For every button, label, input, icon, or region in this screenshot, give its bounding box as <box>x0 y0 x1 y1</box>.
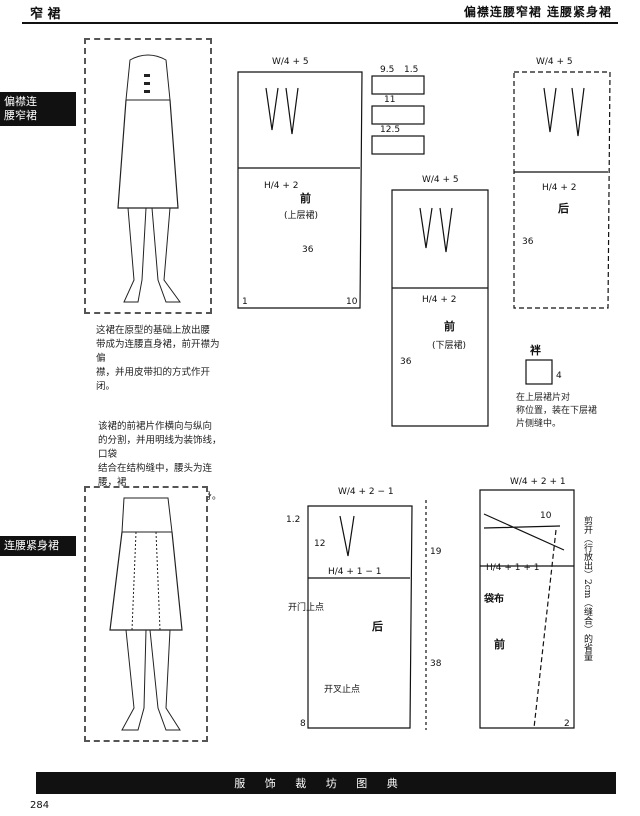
header-rule <box>22 22 618 24</box>
label-pocket-cloth: 袋布 <box>483 592 504 605</box>
section-tab-label: 连腰紧身裙 <box>4 539 59 552</box>
label-1-2: 1.2 <box>286 515 300 525</box>
label-4-tab: 4 <box>556 371 562 381</box>
label-front-lower: (下层裙) <box>432 339 466 351</box>
figure-illustration-1 <box>84 38 212 314</box>
figure-illustration-2 <box>84 486 208 742</box>
label-back-1: 后 <box>558 201 569 215</box>
pattern-diagram-offset-skirt: W/4 + 5 H/4 + 2 前 (上层裙) 36 10 1 9.5 1.5 … <box>237 57 611 427</box>
label-12-2: 12 <box>314 539 325 549</box>
section-tab-tight-skirt: 连腰紧身裙 <box>0 536 76 556</box>
page-number: 284 <box>30 800 50 811</box>
label-1-1: 1 <box>242 297 248 307</box>
label-8: 8 <box>300 719 306 729</box>
footer-title: 服 饰 裁 坊 图 典 <box>234 777 406 790</box>
skirt-figure-2-drawing <box>109 497 183 731</box>
label-w4p2m1: W/4 + 2 − 1 <box>338 487 394 497</box>
label-10-1: 10 <box>346 297 358 307</box>
label-back-2: 后 <box>372 619 383 633</box>
skirt-figure-1-drawing <box>117 54 181 303</box>
footer-band <box>36 772 616 794</box>
label-11: 11 <box>384 95 395 105</box>
label-2: 2 <box>564 719 570 729</box>
label-38: 38 <box>430 659 442 669</box>
label-h4p1p1: H/4 + 1 + 1 <box>486 563 540 573</box>
label-w4p5-3: W/4 + 5 <box>536 57 573 67</box>
label-h4p2-1: H/4 + 2 <box>264 181 299 191</box>
label-h4p2-2: H/4 + 2 <box>422 295 457 305</box>
label-opening-stop: 开门止点 <box>288 601 324 613</box>
label-h4p2-3: H/4 + 2 <box>542 183 577 193</box>
label-slit-stop: 开叉止点 <box>324 683 360 695</box>
label-19: 19 <box>430 547 442 557</box>
label-36-1: 36 <box>302 245 314 255</box>
section-tab-label: 偏襟连 腰窄裙 <box>4 95 37 122</box>
label-front-3: 前 <box>494 637 505 651</box>
label-1-5-a: 1.5 <box>404 65 418 75</box>
label-front-upper: (上层裙) <box>284 209 318 221</box>
section-tab-offset-skirt: 偏襟连 腰窄裙 <box>0 92 76 126</box>
header-left-title: 窄 裙 <box>30 7 61 22</box>
cut-note: 剪开（行放出）2cm（缝合）的省量 <box>582 516 592 662</box>
label-front-1: 前 <box>300 191 311 205</box>
label-36-2: 36 <box>400 357 412 367</box>
label-9-5: 9.5 <box>380 65 394 75</box>
header-right-title: 偏襟连腰窄裙 连腰紧身裙 <box>463 5 612 19</box>
label-front-2: 前 <box>444 319 455 333</box>
label-w4p5-2: W/4 + 5 <box>422 175 459 185</box>
label-tab-piece: 袢 <box>530 343 541 357</box>
label-36-3: 36 <box>522 237 534 247</box>
label-12-5: 12.5 <box>380 125 400 135</box>
label-w4p5-1: W/4 + 5 <box>272 57 309 67</box>
label-w4p2p1: W/4 + 2 + 1 <box>510 477 566 487</box>
section-1-caption: 这裙在原型的基础上放出腰 带成为连腰直身裙，前开襟为偏 襟，并用皮带扣的方式作开… <box>96 325 220 392</box>
tab-note: 在上层裙片对 称位置，装在下层裙 片侧缝中。 <box>516 393 598 429</box>
pattern-diagram-tight-skirt: W/4 + 2 − 1 1.2 12 H/4 + 1 − 1 后 开门止点 开叉… <box>286 477 575 730</box>
label-10-2: 10 <box>540 511 552 521</box>
label-h4p1m1: H/4 + 1 − 1 <box>328 567 382 577</box>
